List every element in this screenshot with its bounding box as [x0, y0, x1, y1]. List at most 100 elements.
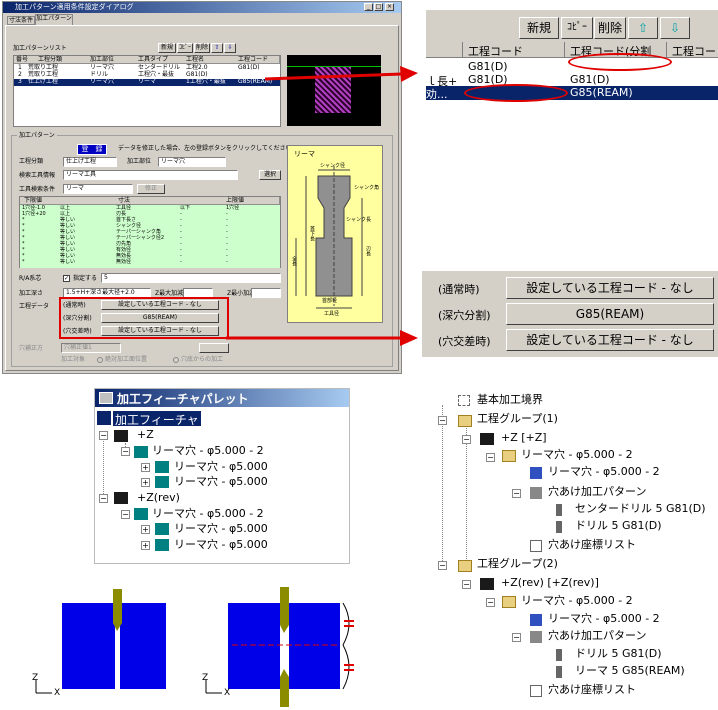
tree-root[interactable]: 加工フィーチャ — [113, 411, 201, 427]
proc-cross-button[interactable]: 設定している工程コード - なし — [101, 326, 219, 336]
table-row[interactable]: 2 荒取り工程 ドリル 工程穴・最抜 G81(D) — [18, 71, 208, 78]
expander-ream-1[interactable]: − — [121, 447, 130, 456]
expander-z[interactable]: − — [99, 431, 108, 440]
expander-g2-pattern[interactable]: − — [512, 633, 521, 642]
node-g2-ream[interactable]: リーマ穴 - φ5.000 - 2 — [548, 612, 660, 625]
machining-part-select[interactable]: リーマ穴 — [158, 157, 226, 167]
proc-label-cross: (穴交差時) — [63, 328, 92, 335]
condition-cell: テーパーシャンク角 — [116, 229, 161, 235]
zoom-cell: G85(REAM) — [570, 86, 633, 99]
pattern-group-label: 加工パターン — [17, 132, 57, 140]
node-g1-coord-list[interactable]: 穴あけ座標リスト — [548, 538, 636, 551]
tool-info-label: 検索工具情報 — [19, 172, 56, 179]
node-ream-1b[interactable]: リーマ穴 - φ5.000 — [174, 475, 268, 488]
node-ream-group-1[interactable]: リーマ穴 - φ5.000 - 2 — [152, 444, 264, 457]
drill-icon — [556, 649, 562, 661]
edit-button[interactable]: 修正 — [137, 184, 165, 194]
node-g1-z[interactable]: +Z [+Z] — [501, 431, 547, 444]
dialog-title: 加工パターン適用条件設定ダイアログ — [3, 2, 401, 13]
bottom-select[interactable]: 穴補正値1 — [61, 343, 121, 353]
node-ream-2b[interactable]: リーマ穴 - φ5.000 — [174, 538, 268, 551]
ream-hole-icon — [155, 476, 169, 488]
node-g2-drill[interactable]: ドリル 5 G81(D) — [575, 647, 662, 660]
zoom-normal-button[interactable]: 設定している工程コード - なし — [506, 277, 714, 299]
move-down-button[interactable]: ⇩ — [224, 43, 236, 53]
zoom-col-code: 工程コード — [468, 45, 523, 58]
expander-zrev[interactable]: − — [99, 494, 108, 503]
node-g2-z[interactable]: +Z(rev) [+Z(rev)] — [501, 576, 599, 589]
node-g1-ream[interactable]: リーマ穴 - φ5.000 - 2 — [548, 465, 660, 478]
table-row-selected[interactable]: 3 仕上げ工程 リーマ穴 リーマ 1工程穴・最抜 G85(REAM) — [14, 78, 280, 86]
zoom-up-button[interactable]: ⇧ — [628, 17, 658, 39]
expander-g1-ream[interactable]: − — [486, 453, 495, 462]
node-g1-drill[interactable]: ドリル 5 G81(D) — [575, 519, 662, 532]
node-ream-group-2[interactable]: リーマ穴 - φ5.000 - 2 — [152, 507, 264, 520]
close-button[interactable]: × — [385, 3, 394, 11]
node-basic-boundary[interactable]: 基本加工境界 — [477, 393, 543, 406]
pattern-dialog: 加工パターン適用条件設定ダイアログ _ □ × 寸法条件 加工パターン 加工パタ… — [2, 1, 402, 374]
r-value-field[interactable]: 5 — [101, 273, 281, 283]
move-up-button[interactable]: ⇧ — [211, 43, 223, 53]
node-plus-z-rev[interactable]: +Z(rev) — [137, 491, 180, 504]
zoom-copy-button[interactable]: ｺﾋﾟｰ — [561, 17, 593, 39]
node-ream-2a[interactable]: リーマ穴 - φ5.000 — [174, 522, 268, 535]
radio-absolute[interactable] — [97, 357, 103, 363]
tool-info-field[interactable]: リーマ工具 — [63, 170, 238, 180]
node-g2-ream-group[interactable]: リーマ穴 - φ5.000 - 2 — [521, 594, 633, 607]
z-min-field[interactable] — [251, 288, 281, 298]
tab-machining-pattern[interactable]: 加工パターン — [35, 14, 73, 25]
zoom-deep-button[interactable]: G85(REAM) — [506, 303, 714, 325]
delete-button[interactable]: 削除 — [194, 43, 210, 53]
pattern-list[interactable]: 番号 工程分類 加工部位 工具タイプ 工程名 工程コード 1 荒取り工程 リーマ… — [13, 55, 281, 127]
node-group-2[interactable]: 工程グループ(2) — [477, 557, 558, 570]
node-g2-coord-list[interactable]: 穴あけ座標リスト — [548, 683, 636, 696]
expander-g2-ream[interactable]: − — [486, 598, 495, 607]
condition-cell: - — [226, 223, 228, 229]
expander-ream-2b[interactable]: + — [141, 541, 150, 550]
node-g2-reamer[interactable]: リーマ 5 G85(REAM) — [575, 664, 685, 677]
expander-ream-1a[interactable]: + — [141, 463, 150, 472]
proc-deep-button[interactable]: G85(REAM) — [101, 313, 219, 323]
condition-cell: - — [180, 253, 182, 259]
node-group-1[interactable]: 工程グループ(1) — [477, 412, 558, 425]
condition-cell: - — [180, 235, 182, 241]
node-ream-1a[interactable]: リーマ穴 - φ5.000 — [174, 460, 268, 473]
node-plus-z[interactable]: +Z — [137, 428, 154, 441]
zoom-delete-button[interactable]: 削除 — [594, 17, 626, 39]
expander-g1-z[interactable]: − — [462, 435, 471, 444]
r-checkbox[interactable]: ✓ — [63, 275, 70, 282]
new-button[interactable]: 新規 — [158, 43, 176, 53]
radio-bottom[interactable] — [173, 357, 179, 363]
expander-ream-2a[interactable]: + — [141, 525, 150, 534]
zoom-new-button[interactable]: 新規 — [519, 17, 559, 39]
proc-normal-button[interactable]: 設定している工程コード - なし — [101, 300, 219, 310]
expander-group-2[interactable]: − — [438, 561, 447, 570]
expander-g2-z[interactable]: − — [462, 580, 471, 589]
bottom-button[interactable] — [199, 343, 229, 353]
expander-ream-1b[interactable]: + — [141, 478, 150, 487]
zoom-down-button[interactable]: ⇩ — [660, 17, 690, 39]
process-class-select[interactable]: 仕上げ工程 — [63, 157, 117, 167]
col-process-code: 工程コード — [238, 56, 269, 63]
bottom-label: 穴補正方 — [19, 345, 44, 352]
expander-g1-pattern[interactable]: − — [512, 489, 521, 498]
maximize-button[interactable]: □ — [374, 3, 383, 11]
node-g1-pattern[interactable]: 穴あけ加工パターン — [548, 485, 647, 498]
node-g2-pattern[interactable]: 穴あけ加工パターン — [548, 629, 647, 642]
node-g1-center-drill[interactable]: センタードリル 5 G81(D) — [575, 502, 706, 515]
copy-button[interactable]: ｺﾋﾟｰ — [177, 43, 193, 53]
select-button[interactable]: 選択 — [259, 170, 281, 180]
tool-cond-select[interactable]: リーマ — [63, 184, 133, 194]
drill-icon — [556, 504, 562, 516]
condition-cell: 刃先角 — [116, 241, 132, 247]
expander-group-1[interactable]: − — [438, 416, 447, 425]
table-row[interactable]: 1 荒取り工程 リーマ穴 センタードリル 工程2.0 G81(D) — [18, 64, 260, 71]
tab-size-condition[interactable]: 寸法条件 — [7, 16, 35, 25]
zoom-cross-button[interactable]: 設定している工程コード - なし — [506, 329, 714, 351]
condition-cell: - — [226, 235, 228, 241]
register-button[interactable]: 登 録 — [77, 144, 107, 155]
minimize-button[interactable]: _ — [364, 3, 373, 11]
expander-ream-2[interactable]: − — [121, 510, 130, 519]
node-g1-ream-group[interactable]: リーマ穴 - φ5.000 - 2 — [521, 448, 633, 461]
